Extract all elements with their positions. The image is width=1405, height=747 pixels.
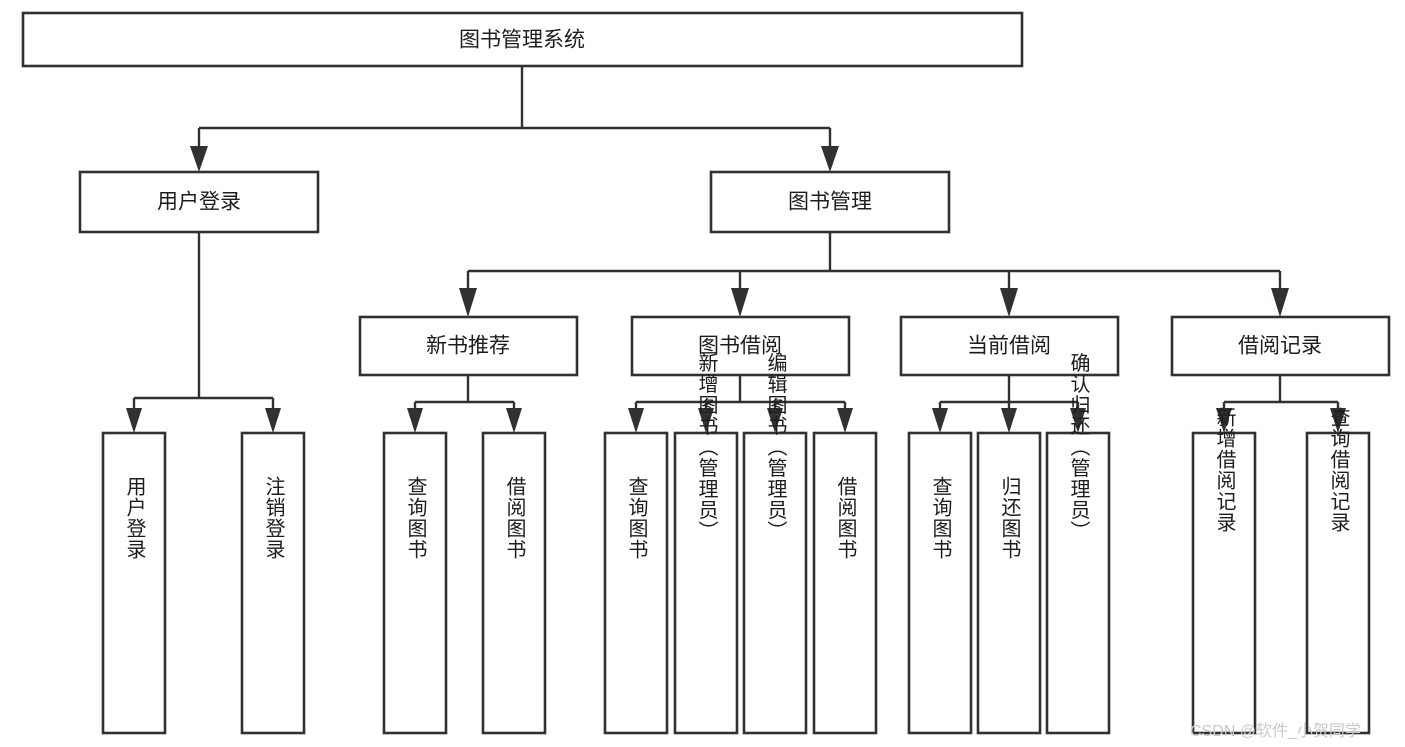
node-root[interactable]: 图书管理系统: [21, 11, 1024, 68]
leaf-box[interactable]: [481, 431, 547, 735]
leaf-borrow-record-1[interactable]: 查询借阅记录: [1305, 407, 1371, 735]
leaf-box[interactable]: [1045, 431, 1111, 735]
leaf-label: 确认归还（管理员）: [1067, 352, 1090, 541]
node-borrow-record[interactable]: 借阅记录: [1170, 315, 1391, 377]
leaf-book-borrow-3[interactable]: 借阅图书: [812, 431, 878, 735]
arrow-bb-leaf-1: [628, 408, 644, 433]
connector-layer: [126, 66, 1346, 433]
borrow-record-label: 借阅记录: [1238, 335, 1322, 358]
leaf-book-borrow-2[interactable]: 编辑图书（管理员）: [742, 352, 808, 735]
arrow-to-book-borrow: [731, 288, 749, 317]
arrow-cb-leaf-2: [1001, 408, 1017, 433]
leaf-box[interactable]: [673, 431, 739, 735]
user-login-box[interactable]: [78, 170, 320, 234]
leaf-box[interactable]: [101, 431, 167, 735]
arrow-nb-leaf-2: [506, 408, 522, 433]
borrow-record-box[interactable]: [1170, 315, 1391, 377]
leaf-label: 查询图书: [625, 476, 648, 560]
arrow-to-logout-leaf: [265, 408, 281, 433]
node-user-login[interactable]: 用户登录: [78, 170, 320, 234]
leaf-book-borrow-1[interactable]: 新增图书（管理员）: [673, 352, 739, 735]
leaf-box[interactable]: [742, 431, 808, 735]
leaf-label: 借阅图书: [503, 476, 526, 560]
node-new-book-recommend[interactable]: 新书推荐: [358, 315, 579, 377]
arrow-to-current-borrow: [1000, 288, 1018, 317]
arrow-to-user-login-leaf: [126, 408, 142, 433]
arrow-bb-leaf-2: [698, 408, 714, 433]
leaf-box[interactable]: [240, 431, 306, 735]
leaf-borrow-record-0[interactable]: 新增借阅记录: [1191, 407, 1257, 735]
leaf-label: 编辑图书（管理员）: [764, 352, 787, 541]
leaf-current-borrow-0[interactable]: 查询图书: [907, 431, 973, 735]
current-borrow-label: 当前借阅: [967, 335, 1051, 358]
leaf-label: 借阅图书: [834, 476, 857, 560]
user-login-label: 用户登录: [157, 191, 241, 214]
arrow-br-leaf-1: [1216, 408, 1232, 433]
leaf-user-login-0[interactable]: 用户登录: [101, 431, 167, 735]
leaf-box[interactable]: [382, 431, 448, 735]
leaf-box[interactable]: [1191, 431, 1257, 735]
leaf-label: 查询借阅记录: [1327, 407, 1350, 533]
arrow-bb-leaf-4: [837, 408, 853, 433]
arrow-cb-leaf-3: [1070, 408, 1086, 433]
book-management-label: 图书管理: [788, 191, 872, 214]
leaf-label: 新增借阅记录: [1213, 407, 1236, 533]
leaf-new-book-recommend-1[interactable]: 借阅图书: [481, 431, 547, 735]
root-label: 图书管理系统: [459, 29, 585, 52]
leaf-label: 新增图书（管理员）: [695, 352, 718, 541]
arrow-bb-leaf-3: [767, 408, 783, 433]
leaf-label: 归还图书: [998, 476, 1021, 560]
arrow-to-borrow-record: [1271, 288, 1289, 317]
leaf-label: 注销登录: [262, 476, 285, 560]
arrow-br-leaf-2: [1330, 408, 1346, 433]
book-borrow-box[interactable]: [630, 315, 851, 377]
root-box[interactable]: [21, 11, 1024, 68]
book-borrow-label: 图书借阅: [698, 335, 782, 358]
csdn-watermark: CSDN @软件_小贺同学: [1190, 723, 1361, 740]
node-book-management[interactable]: 图书管理: [709, 170, 951, 234]
leaf-box[interactable]: [976, 431, 1042, 735]
node-book-borrow[interactable]: 图书借阅: [630, 315, 851, 377]
leaf-box[interactable]: [812, 431, 878, 735]
arrow-to-new-book: [459, 288, 477, 317]
leaf-box[interactable]: [1305, 431, 1371, 735]
book-management-box[interactable]: [709, 170, 951, 234]
leaf-current-borrow-1[interactable]: 归还图书: [976, 431, 1042, 735]
leaf-user-login-1[interactable]: 注销登录: [240, 431, 306, 735]
leaf-box[interactable]: [907, 431, 973, 735]
arrow-root-to-user-login: [190, 146, 208, 172]
leaf-book-borrow-0[interactable]: 查询图书: [603, 431, 669, 735]
leaf-label: 查询图书: [404, 476, 427, 560]
node-current-borrow[interactable]: 当前借阅: [899, 315, 1120, 377]
arrow-cb-leaf-1: [932, 408, 948, 433]
leaf-label: 查询图书: [929, 476, 952, 560]
current-borrow-box[interactable]: [899, 315, 1120, 377]
arrow-nb-leaf-1: [407, 408, 423, 433]
leaf-new-book-recommend-0[interactable]: 查询图书: [382, 431, 448, 735]
new-book-recommend-box[interactable]: [358, 315, 579, 377]
arrow-root-to-book-mgmt: [821, 146, 839, 172]
new-book-recommend-label: 新书推荐: [426, 335, 510, 358]
leaf-label: 用户登录: [123, 476, 146, 560]
leaf-box[interactable]: [603, 431, 669, 735]
leaf-current-borrow-2[interactable]: 确认归还（管理员）: [1045, 352, 1111, 735]
